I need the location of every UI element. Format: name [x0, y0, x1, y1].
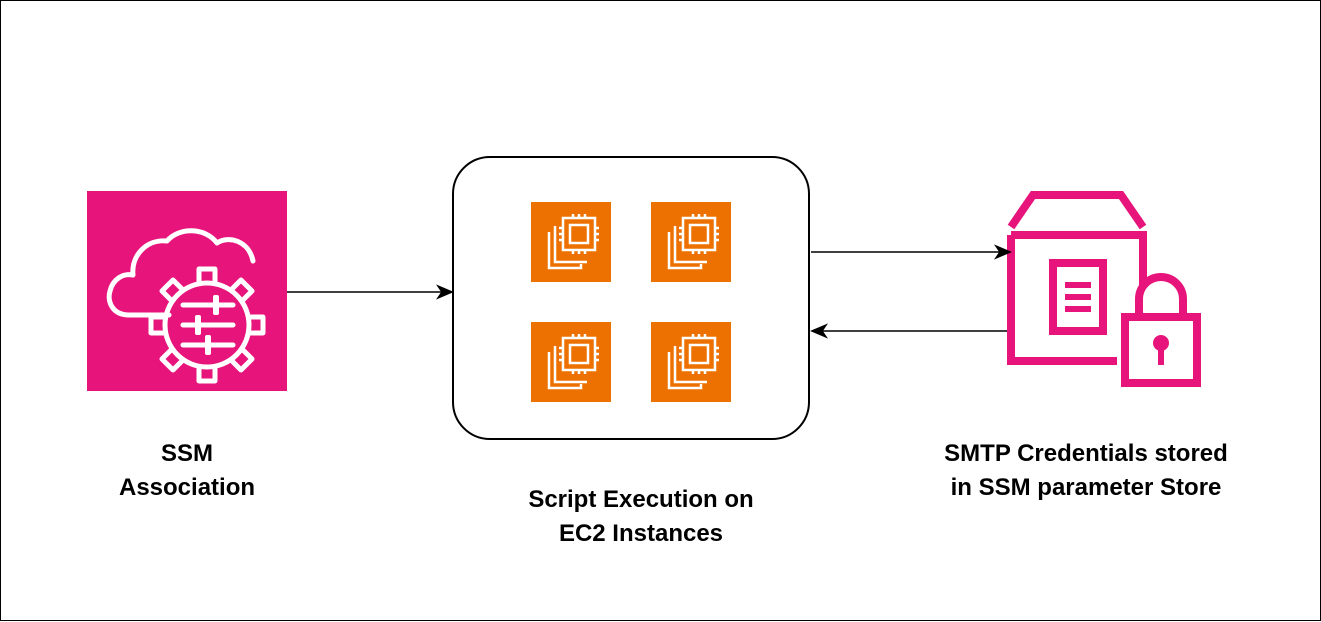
ec2-instance-icon [651, 322, 731, 402]
parameter-store-label: SMTP Credentials stored in SSM parameter… [901, 437, 1271, 505]
arrow-ssm-to-ec2-head [435, 284, 454, 300]
ec2-instances-label-line1: Script Execution on [528, 486, 754, 513]
ssm-association-label: SSM Association [87, 437, 287, 505]
arrow-parameter-store-to-ec2-head [810, 323, 829, 339]
parameter-store-icon [1007, 191, 1207, 391]
ec2-instances-label-line2: EC2 Instances [558, 520, 724, 547]
parameter-store-label-line1: SMTP Credentials stored [944, 440, 1228, 467]
ec2-instances-label: Script Execution on EC2 Instances [471, 483, 811, 551]
ssm-association-icon [87, 191, 287, 391]
ec2-instance-icon [531, 202, 611, 282]
ec2-instances-group [452, 156, 810, 440]
ec2-instance-icon [531, 322, 611, 402]
ssm-association-label-line2: Association [118, 474, 256, 501]
ssm-association-label-line1: SSM [160, 440, 213, 467]
parameter-store-label-line2: in SSM parameter Store [950, 474, 1222, 501]
ec2-instance-icon [651, 202, 731, 282]
